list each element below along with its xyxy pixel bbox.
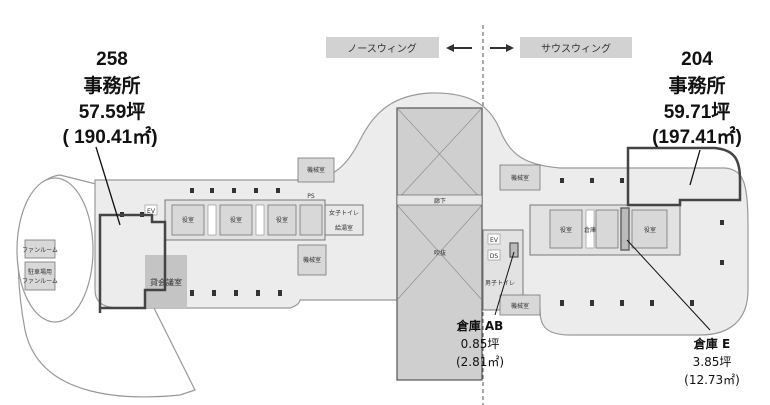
- room-label: 役室: [560, 226, 572, 234]
- machine-room-3: [499, 164, 541, 191]
- office-258-callout: 258 事務所 57.59坪 ( 190.41㎡): [62, 49, 157, 148]
- corridor: [396, 194, 483, 206]
- central-tower: [396, 107, 483, 381]
- office-204-tsubo: 59.71坪: [664, 101, 731, 123]
- left-room-3: [267, 204, 297, 236]
- machine-room-2: [297, 244, 327, 276]
- corridor-label: 廊下: [434, 197, 446, 205]
- right-room-2: [595, 209, 619, 249]
- parking-fan-room-label-1: 駐車場用: [28, 268, 52, 276]
- right-room-1: [549, 209, 583, 249]
- office-204-type: 事務所: [668, 74, 725, 97]
- machine-room-label: 機械室: [307, 166, 325, 174]
- tower-cross-line: [396, 107, 483, 201]
- north-wing-label-box: [326, 37, 439, 58]
- left-arrow-icon: [446, 44, 472, 52]
- office-258-number: 258: [96, 49, 128, 70]
- storage-ab-room: [509, 242, 519, 258]
- ps-label: PS: [307, 193, 315, 200]
- storage-ab-tsubo: 0.85坪: [461, 337, 500, 351]
- parking-fan-room: [24, 261, 56, 291]
- right-storage: [585, 209, 595, 249]
- storage-ab-name: 倉庫 AB: [456, 318, 504, 333]
- office-204-outline: [626, 146, 742, 207]
- storage-e-tsubo: 3.85坪: [693, 355, 732, 369]
- left-storage-2: [255, 204, 265, 236]
- storage-e-room: [620, 207, 630, 251]
- left-storage-1: [207, 204, 217, 236]
- room-label: 役室: [276, 216, 288, 224]
- storage-e-name: 倉庫 E: [693, 336, 730, 351]
- machine-room-1: [297, 157, 335, 183]
- machine-room-label: 機械室: [511, 174, 529, 182]
- storage-e-callout: 倉庫 E 3.85坪 (12.73㎡): [684, 336, 740, 387]
- office-204-sqm: (197.41㎡): [652, 125, 742, 148]
- storage-ab-sqm: (2.81㎡): [456, 355, 504, 369]
- parking-fan-room-label-2: ファンルーム: [22, 278, 58, 285]
- machine-room-4: [499, 294, 541, 316]
- office-204-callout: 204 事務所 59.71坪 (197.41㎡): [652, 49, 742, 148]
- room-label: 役室: [182, 216, 194, 224]
- fan-room: [24, 239, 56, 259]
- leader-line-258: [95, 146, 121, 226]
- right-room-3: [631, 209, 668, 249]
- room-label: 役室: [644, 226, 656, 234]
- atrium-label: 吹抜: [434, 249, 446, 257]
- leader-line-storage-e: [626, 239, 711, 331]
- machine-room-label: 機械室: [303, 256, 321, 264]
- toilets-left: [324, 204, 364, 236]
- office-258-sqm: ( 190.41㎡): [62, 125, 157, 148]
- ev-label: EV: [490, 237, 499, 244]
- kitchenette-label: 給湯室: [335, 224, 353, 232]
- left-room-1: [171, 204, 205, 236]
- ds-shaft: [487, 249, 501, 261]
- left-room-4: [299, 204, 323, 236]
- mens-toilet-label: 男子トイレ: [485, 280, 515, 287]
- office-258-type: 事務所: [83, 74, 140, 97]
- womens-toilet-label: 女子トイレ: [329, 209, 359, 217]
- elevator-right: [487, 233, 501, 245]
- office-204-number: 204: [681, 49, 713, 70]
- leader-line-204: [689, 149, 701, 186]
- room-label: 役室: [230, 216, 242, 224]
- storage-label: 倉庫: [584, 226, 596, 234]
- ds-label: DS: [490, 253, 499, 260]
- leader-line-storage-ab: [494, 251, 515, 316]
- north-wing-label: ノースウィング: [347, 42, 417, 55]
- atrium-cross-line: [396, 204, 483, 301]
- fan-room-label: ファンルーム: [22, 247, 58, 254]
- storage-e-sqm: (12.73㎡): [684, 373, 740, 387]
- machine-room-label: 機械室: [511, 302, 529, 310]
- south-wing-label-box: [520, 37, 632, 58]
- ev-label: EV: [147, 208, 156, 215]
- right-arrow-icon: [490, 44, 514, 52]
- left-room-2: [219, 204, 253, 236]
- south-wing-label: サウスウィング: [541, 42, 611, 55]
- storage-ab-callout: 倉庫 AB 0.85坪 (2.81㎡): [456, 318, 504, 369]
- office-258-tsubo: 57.59坪: [79, 101, 146, 123]
